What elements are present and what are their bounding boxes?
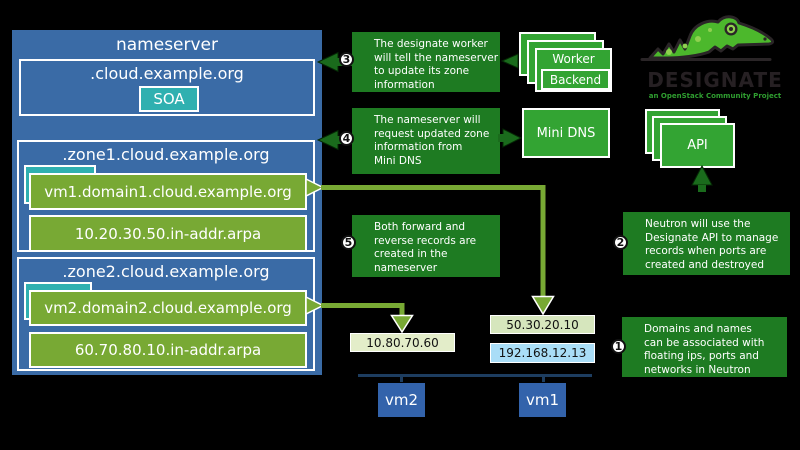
- step2-number-badge: 2: [613, 235, 628, 250]
- vm1-floating-ip-chip: 50.30.20.10: [490, 315, 595, 334]
- zone2-box: .zone2.cloud.example.org vm2.domain2.clo…: [17, 257, 315, 371]
- step1-number-badge: 1: [611, 339, 626, 354]
- step3-text-box: The designate worker will tell the names…: [352, 32, 500, 92]
- api-box: API: [660, 123, 735, 168]
- zone2-reverse-record: 60.70.80.10.in-addr.arpa: [29, 332, 307, 368]
- root-zone-label: .cloud.example.org: [90, 64, 244, 83]
- worker-label: Worker: [552, 52, 595, 66]
- designate-logo-title: DESIGNATE: [647, 68, 783, 92]
- step4-number-badge: 4: [339, 131, 354, 146]
- step2-text-box: Neutron will use the Designate API to ma…: [623, 212, 790, 275]
- step5-number-badge: 5: [341, 235, 356, 250]
- step3-number-badge: 3: [339, 52, 354, 67]
- mini-dns-box: Mini DNS: [522, 108, 610, 158]
- arrow-neutron-to-api-icon: [691, 164, 713, 192]
- network-tick-vm2: [400, 377, 403, 382]
- soa-record-box: SOA: [139, 86, 199, 112]
- designate-crocodile-logo-icon: [640, 15, 775, 61]
- worker-box: Worker Backend: [535, 48, 612, 92]
- zone1-forward-record: vm1.domain1.cloud.example.org: [29, 173, 307, 210]
- zone1-reverse-record: 10.20.30.50.in-addr.arpa: [29, 215, 307, 252]
- step5-text-box: Both forward and reverse records are cre…: [352, 215, 500, 277]
- vm2-floating-ip-chip: 10.80.70.60: [350, 333, 455, 352]
- designate-logo-tagline: an OpenStack Community Project: [648, 92, 782, 100]
- network-line: [358, 374, 592, 377]
- root-zone-box: .cloud.example.org SOA: [19, 59, 315, 116]
- backend-box: Backend: [541, 69, 610, 90]
- step4-text-box: The nameserver will request updated zone…: [352, 108, 500, 174]
- network-tick-vm1: [542, 377, 545, 382]
- arrow-worker-to-step3-icon: [500, 53, 519, 69]
- arrow-step4-to-minidns-icon: [498, 128, 523, 148]
- zone1-title: .zone1.cloud.example.org: [62, 145, 270, 164]
- vm1-box: vm1: [519, 383, 566, 417]
- step1-text-box: Domains and names can be associated with…: [622, 317, 787, 377]
- zone2-forward-record: vm2.domain2.cloud.example.org: [29, 290, 307, 326]
- vm2-box: vm2: [378, 383, 425, 417]
- zone1-box: .zone1.cloud.example.org vm1.domain1.clo…: [17, 140, 315, 252]
- vm1-private-ip-chip: 192.168.12.13: [490, 343, 595, 363]
- nameserver-title: nameserver: [115, 35, 219, 55]
- nameserver-panel: nameserver .cloud.example.org SOA .zone1…: [12, 30, 322, 375]
- zone2-title: .zone2.cloud.example.org: [62, 262, 270, 281]
